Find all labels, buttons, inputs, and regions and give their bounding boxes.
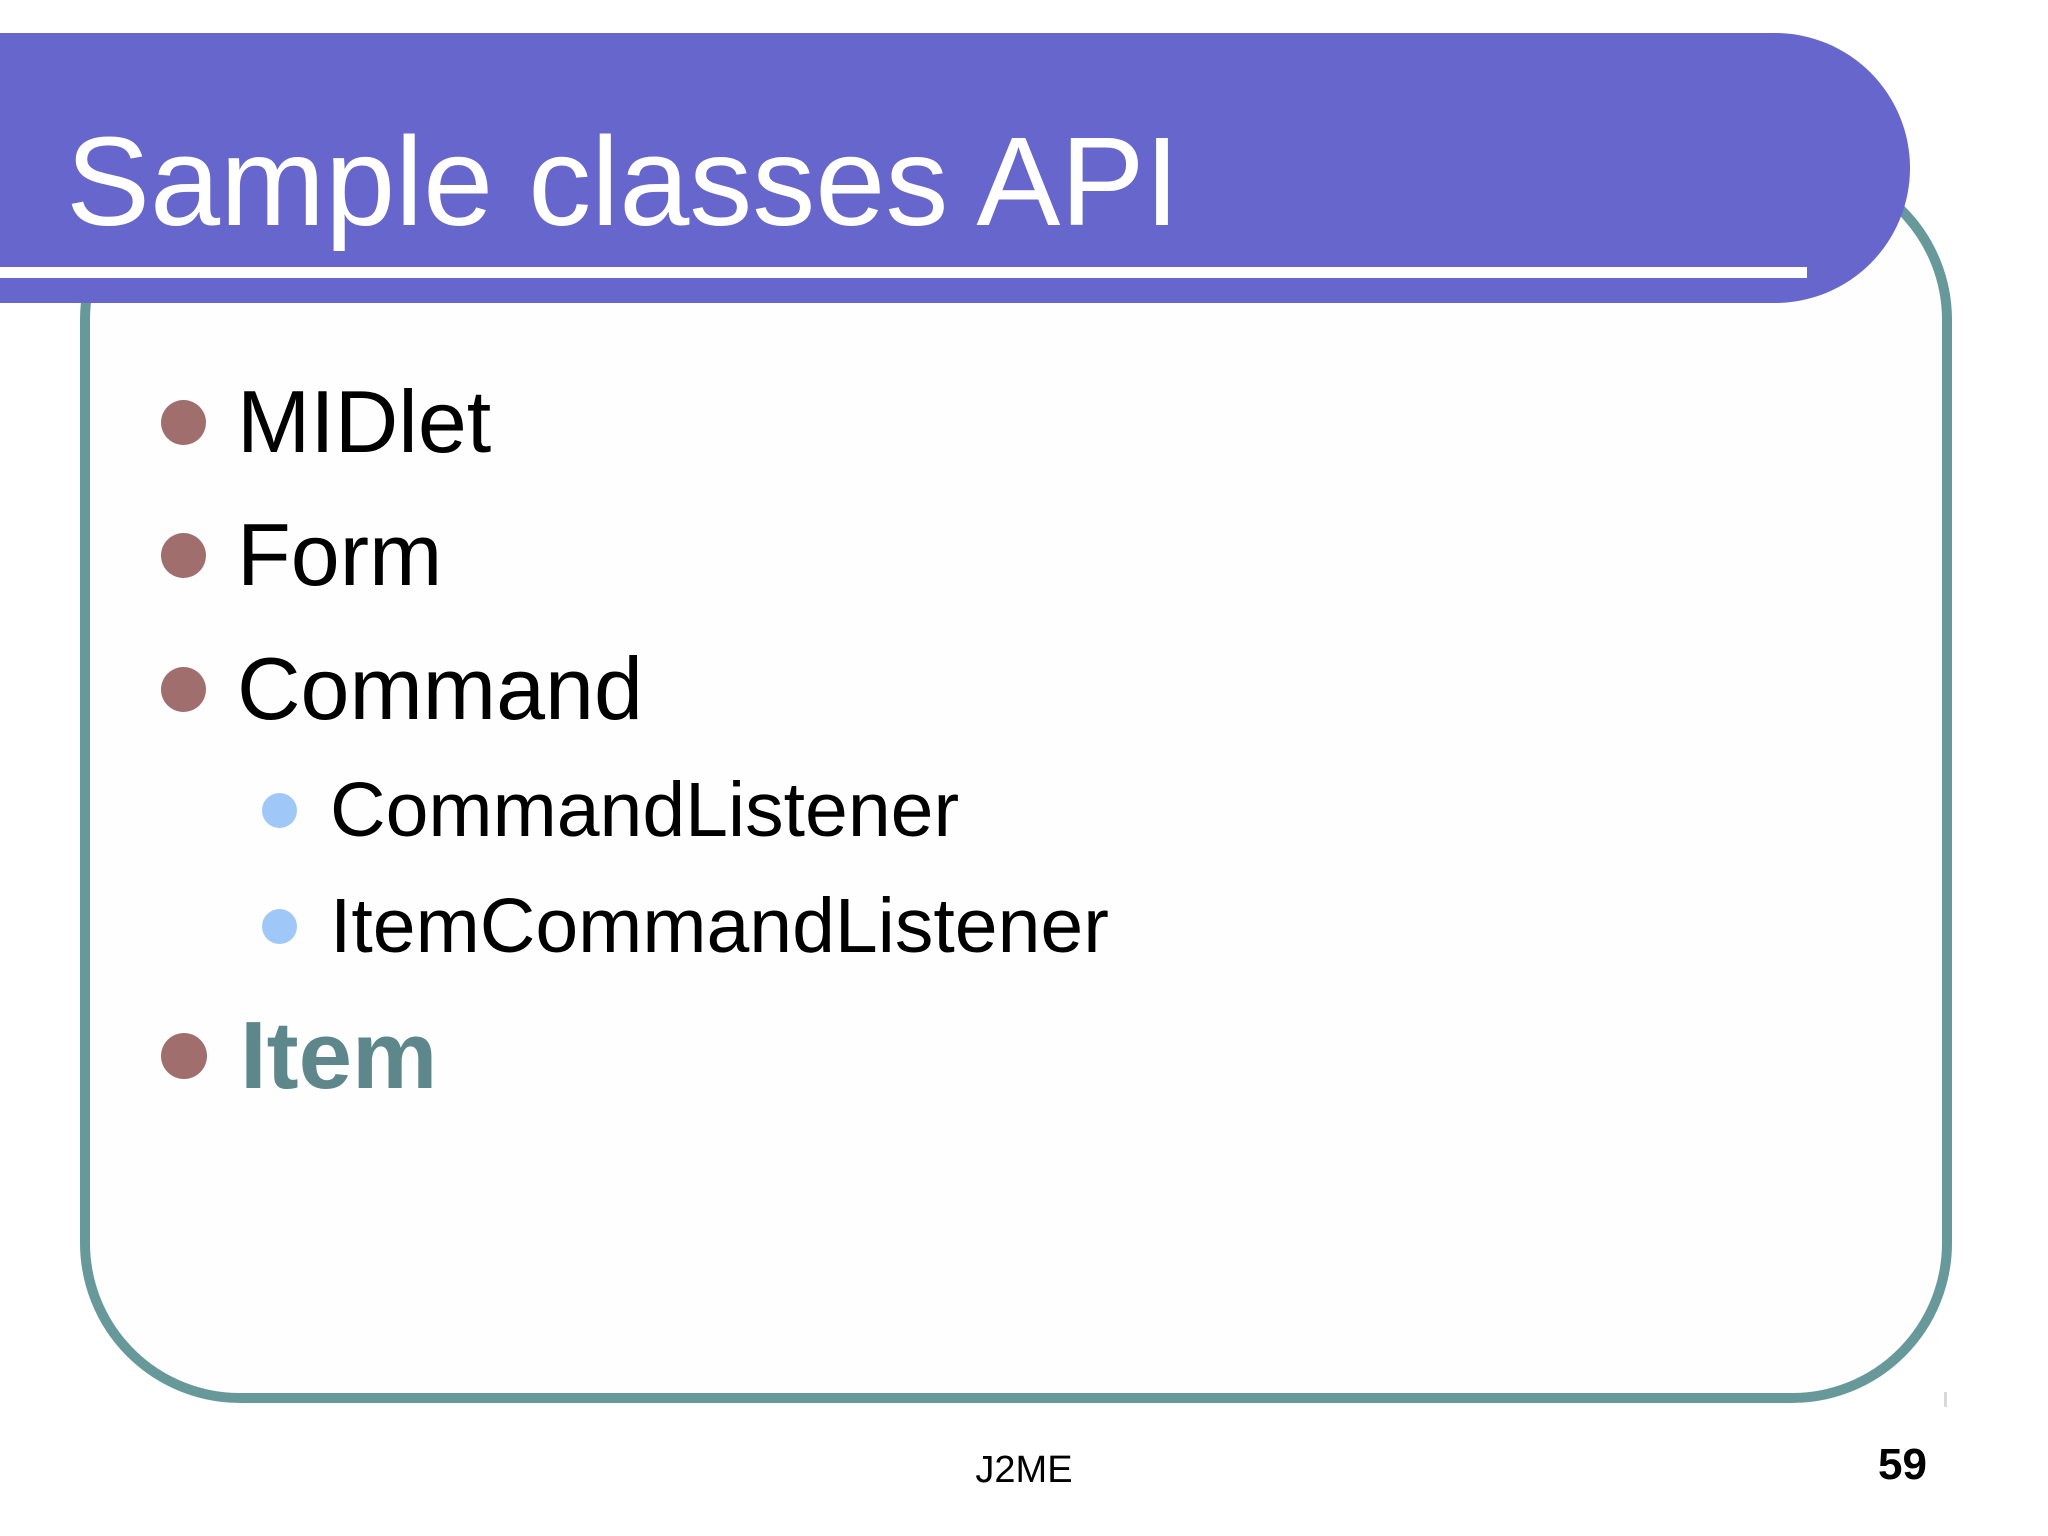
list-item-midlet: MIDlet	[161, 378, 491, 466]
bullet-dot-icon	[161, 532, 206, 578]
list-item-label: Command	[237, 639, 643, 738]
list-item-command: Command	[161, 645, 643, 733]
sub-bullet-dot-icon	[262, 909, 297, 944]
list-item-label: Form	[237, 505, 443, 604]
list-item-item: Item	[161, 1008, 437, 1104]
title-underline-rule	[0, 267, 1807, 278]
list-item-form: Form	[161, 511, 442, 599]
content-frame	[80, 160, 1952, 1403]
footer-text: J2ME	[975, 1449, 1073, 1491]
list-item-label: MIDlet	[237, 372, 492, 471]
list-item-label: Item	[240, 1002, 438, 1109]
title-banner: Sample classes API	[0, 33, 1910, 303]
list-item-itemcommandlistener: ItemCommandListener	[262, 888, 1109, 965]
list-item-label: CommandListener	[330, 767, 960, 853]
bullet-dot-icon	[161, 666, 206, 712]
page-number: 59	[1878, 1440, 1927, 1489]
bullet-dot-icon	[161, 1033, 207, 1079]
slide-title: Sample classes API	[66, 111, 1180, 252]
sub-bullet-dot-icon	[262, 793, 297, 828]
list-item-label: ItemCommandListener	[330, 883, 1109, 969]
list-item-commandlistener: CommandListener	[262, 772, 959, 849]
stray-mark	[1944, 1392, 1947, 1407]
bullet-dot-icon	[161, 399, 206, 445]
